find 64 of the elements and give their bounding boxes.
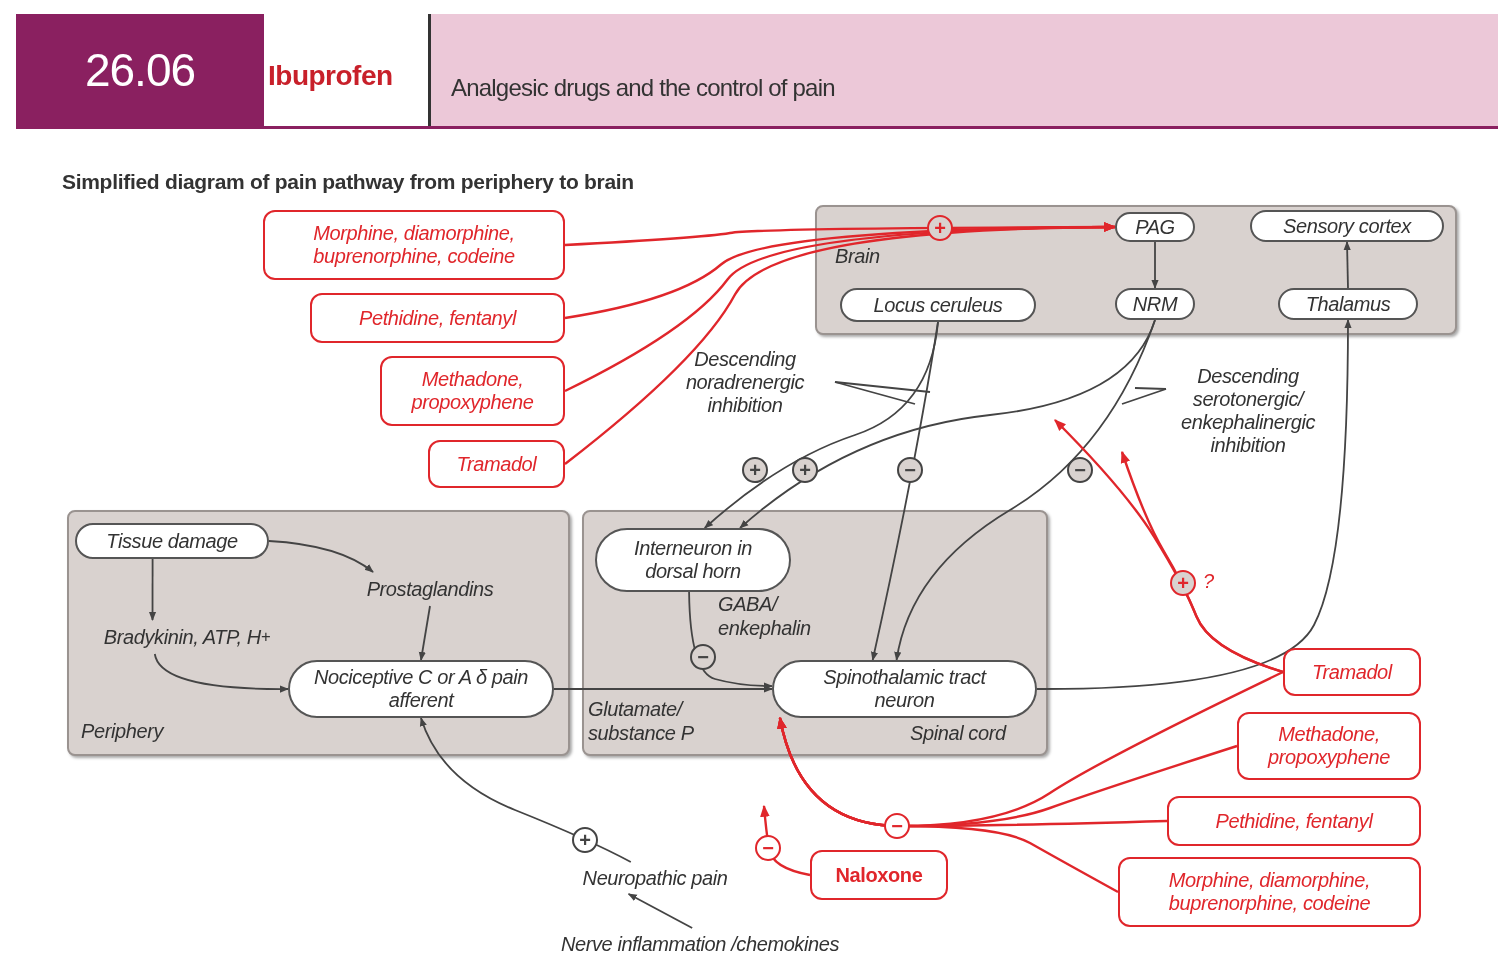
leader-line — [1134, 387, 1167, 390]
leader-line — [834, 381, 916, 405]
question-mark: ? — [1203, 570, 1216, 594]
edge-sign: − — [1067, 457, 1093, 483]
edge-sign: − — [884, 813, 910, 839]
transmitter-label: GABA/ enkephalin — [718, 592, 812, 641]
transmitter-label: Glutamate/ substance P — [588, 697, 695, 746]
mediator-label: Prostaglandins — [335, 572, 525, 606]
chapter-banner: Analgesic drugs and the control of pain — [428, 14, 1498, 126]
edge-sign: + — [742, 457, 768, 483]
drug-box: Morphine, diamorphine, buprenorphine, codeine — [263, 210, 565, 280]
arrow — [870, 321, 939, 661]
region-label: Periphery — [81, 720, 163, 743]
arrow — [1343, 241, 1351, 289]
drug-box: Naloxone — [810, 850, 948, 900]
structure-pill: Tissue damage — [75, 523, 269, 559]
edge-sign: + — [1170, 570, 1196, 596]
pathway-label: Descending serotonergic/ enkephalinergic inhibition — [1166, 356, 1330, 466]
drug-box: Tramadol — [1283, 648, 1421, 696]
arrow — [1036, 319, 1352, 690]
arrow — [777, 716, 1119, 894]
pathway-label: Descending noradrenergic inhibition — [655, 340, 835, 424]
cause-label: Nerve inflammation /chemokines — [505, 928, 895, 960]
arrow — [153, 653, 289, 693]
arrow — [420, 717, 632, 863]
edge-sign: + — [792, 457, 818, 483]
region-label: Spinal cord — [910, 722, 1006, 745]
brain-region — [815, 205, 1457, 335]
arrow — [553, 685, 773, 693]
arrow — [703, 321, 939, 529]
structure-pill: NRM — [1115, 288, 1195, 320]
arrow — [418, 605, 431, 661]
region-label: Brain — [835, 245, 880, 268]
structure-pill: PAG — [1115, 212, 1195, 242]
arrow — [1120, 450, 1284, 674]
neuron-pill: Interneuron in dorsal horn — [595, 528, 791, 592]
neuron-pill: Spinothalamic tract neuron — [772, 660, 1037, 718]
leader-line — [1121, 388, 1167, 405]
drug-box: Pethidine, fentanyl — [310, 293, 565, 343]
section-number: 26.06 — [16, 14, 264, 126]
arrow — [1151, 241, 1159, 289]
drug-box: Morphine, diamorphine, buprenorphine, codeine — [1118, 857, 1421, 927]
edge-sign: − — [897, 457, 923, 483]
arrow — [268, 540, 374, 573]
arrow — [148, 558, 157, 621]
leader-line — [834, 381, 931, 393]
diagram-title: Simplified diagram of pain pathway from periphery to brain — [62, 170, 634, 194]
structure-pill: Sensory cortex — [1250, 210, 1444, 242]
arrow — [894, 319, 1156, 661]
edge-sign: + — [572, 827, 598, 853]
drug-box: Tramadol — [428, 440, 565, 488]
drug-heading: Ibuprofen — [268, 60, 394, 93]
arrow — [627, 893, 694, 929]
drug-box: Pethidine, fentanyl — [1167, 796, 1421, 846]
spinal-cord-region — [582, 510, 1048, 756]
neuron-pill: Nociceptive C or A δ pain afferent — [288, 660, 554, 718]
drug-box: Methadone, propoxyphene — [380, 356, 565, 426]
drug-box: Methadone, propoxyphene — [1237, 712, 1421, 780]
structure-pill: Thalamus — [1278, 288, 1418, 320]
condition-label: Neuropathic pain — [545, 862, 765, 894]
edge-sign: − — [755, 835, 781, 861]
periphery-region — [67, 510, 570, 756]
structure-pill: Locus ceruleus — [840, 288, 1036, 322]
arrow — [564, 222, 1117, 465]
